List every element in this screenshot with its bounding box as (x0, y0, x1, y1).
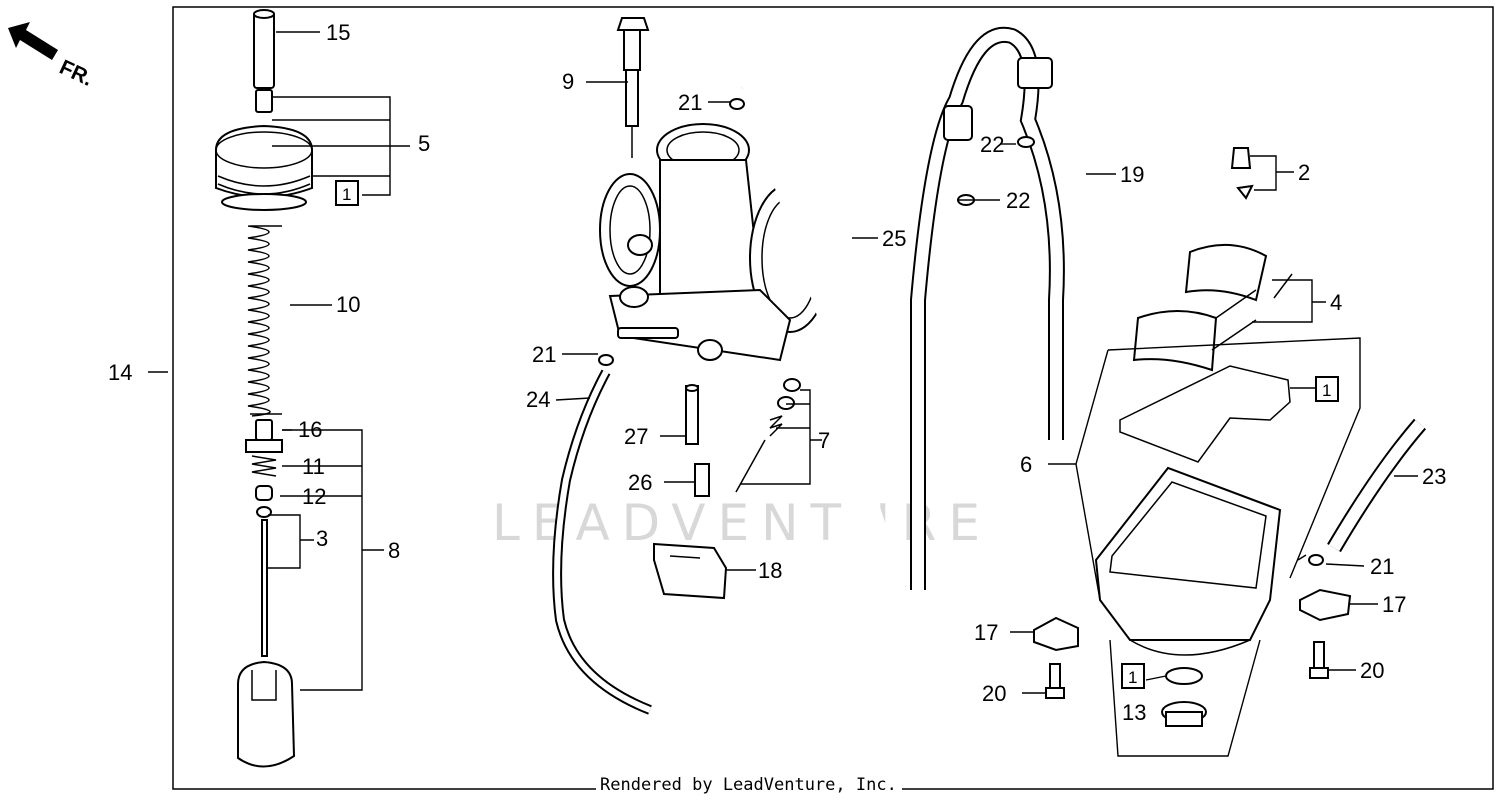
callout-13: 13 (1122, 700, 1146, 725)
part-11-spring-small (251, 455, 277, 477)
front-label: FR. (56, 56, 96, 91)
part-12-clip (255, 485, 273, 501)
callout-7: 7 (818, 428, 830, 453)
part-18-cover (653, 542, 728, 600)
part-13-drain-plug (1161, 667, 1207, 727)
part-3-needle (256, 506, 272, 657)
part-24-overflow-tube (552, 369, 652, 715)
front-arrow-icon (8, 22, 58, 60)
callout-18: 18 (758, 558, 782, 583)
callout-12: 12 (302, 484, 326, 509)
callout-20-left: 20 (982, 681, 1006, 706)
part-1-gasket (1119, 365, 1291, 463)
part-5-cap-assembly (215, 89, 313, 211)
callout-2: 2 (1298, 160, 1310, 185)
front-direction-indicator: FR. (8, 22, 96, 91)
callout-8: 8 (388, 538, 400, 563)
part-20-bolts (1045, 641, 1329, 699)
kit-mark-2: 1 (1322, 381, 1331, 400)
callout-5: 5 (418, 131, 430, 156)
callout-22-bottom: 22 (1006, 188, 1030, 213)
callout-14: 14 (108, 360, 132, 385)
part-25-vent-tube (739, 68, 908, 589)
part-27-pilot-jet (685, 384, 699, 445)
callout-9: 9 (562, 69, 574, 94)
part-23-hose (1327, 418, 1427, 553)
callout-10: 10 (336, 292, 360, 317)
part-15-filter (253, 9, 275, 89)
part-17-plates (1033, 588, 1352, 652)
callout-24: 24 (526, 387, 550, 412)
callout-26: 26 (628, 470, 652, 495)
part-21-clips (598, 98, 1324, 566)
kit-mark-1: 1 (342, 185, 351, 204)
part-6-float-bowl (1094, 466, 1282, 656)
callout-17-right: 17 (1382, 592, 1406, 617)
kit-mark-3: 1 (1128, 668, 1137, 687)
leader-lines (148, 31, 1418, 757)
callout-27: 27 (624, 424, 648, 449)
callout-6: 6 (1020, 452, 1032, 477)
watermark: LEADVENTURE (492, 494, 992, 552)
callout-22-top: 22 (980, 132, 1004, 157)
callout-20-right: 20 (1360, 658, 1384, 683)
callout-4: 4 (1330, 290, 1342, 315)
part-10-spring (247, 225, 282, 417)
callout-17-left: 17 (974, 620, 998, 645)
callout-23: 23 (1422, 464, 1446, 489)
callout-19: 19 (1120, 162, 1144, 187)
part-4-float (1132, 243, 1293, 372)
part-16-holder (245, 419, 283, 453)
part-19-vent-hose (910, 26, 1065, 590)
callout-21-right: 21 (1370, 554, 1394, 579)
callout-25: 25 (882, 226, 906, 251)
callout-21-left: 21 (532, 342, 556, 367)
credit-text: Rendered by LeadVenture, Inc. (600, 775, 897, 795)
part-7-air-screw (735, 378, 801, 493)
callout-3: 3 (316, 526, 328, 551)
callout-11: 11 (302, 454, 325, 479)
kit-marker-boxes (335, 180, 1339, 689)
carburetor-body (599, 123, 831, 362)
credit-background (596, 770, 902, 796)
part-2-float-valve (1230, 147, 1254, 200)
callout-16: 16 (298, 417, 322, 442)
part-8-throttle-valve (237, 660, 296, 768)
callout-15: 15 (326, 20, 350, 45)
part-9-throttle-stop-screw (616, 17, 650, 158)
callout-21-top: 21 (678, 90, 702, 115)
part-26-main-jet (694, 463, 710, 497)
